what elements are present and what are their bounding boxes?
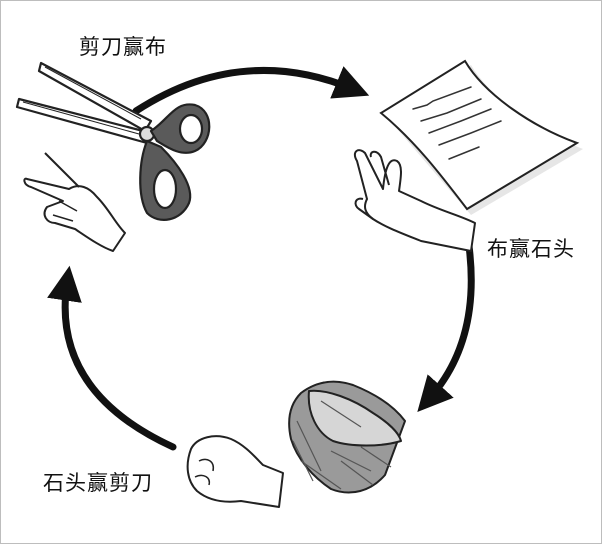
arrow-rock-to-scissors xyxy=(47,265,177,451)
arrow-scissors-to-paper xyxy=(132,66,370,115)
label-scissors-beats-paper: 剪刀赢布 xyxy=(79,35,167,59)
label-rock-beats-scissors: 石头赢剪刀 xyxy=(43,471,153,495)
paper-sheet-icon xyxy=(379,59,583,215)
rock-icon xyxy=(288,380,406,494)
cycle-arrows xyxy=(47,66,475,451)
fist-icon xyxy=(186,435,284,508)
arrow-paper-to-rock xyxy=(417,242,475,413)
scissors-icon xyxy=(15,61,211,221)
victory-hand-icon xyxy=(23,152,126,252)
open-hand-icon xyxy=(353,149,476,252)
label-paper-beats-rock: 布赢石头 xyxy=(487,237,575,261)
